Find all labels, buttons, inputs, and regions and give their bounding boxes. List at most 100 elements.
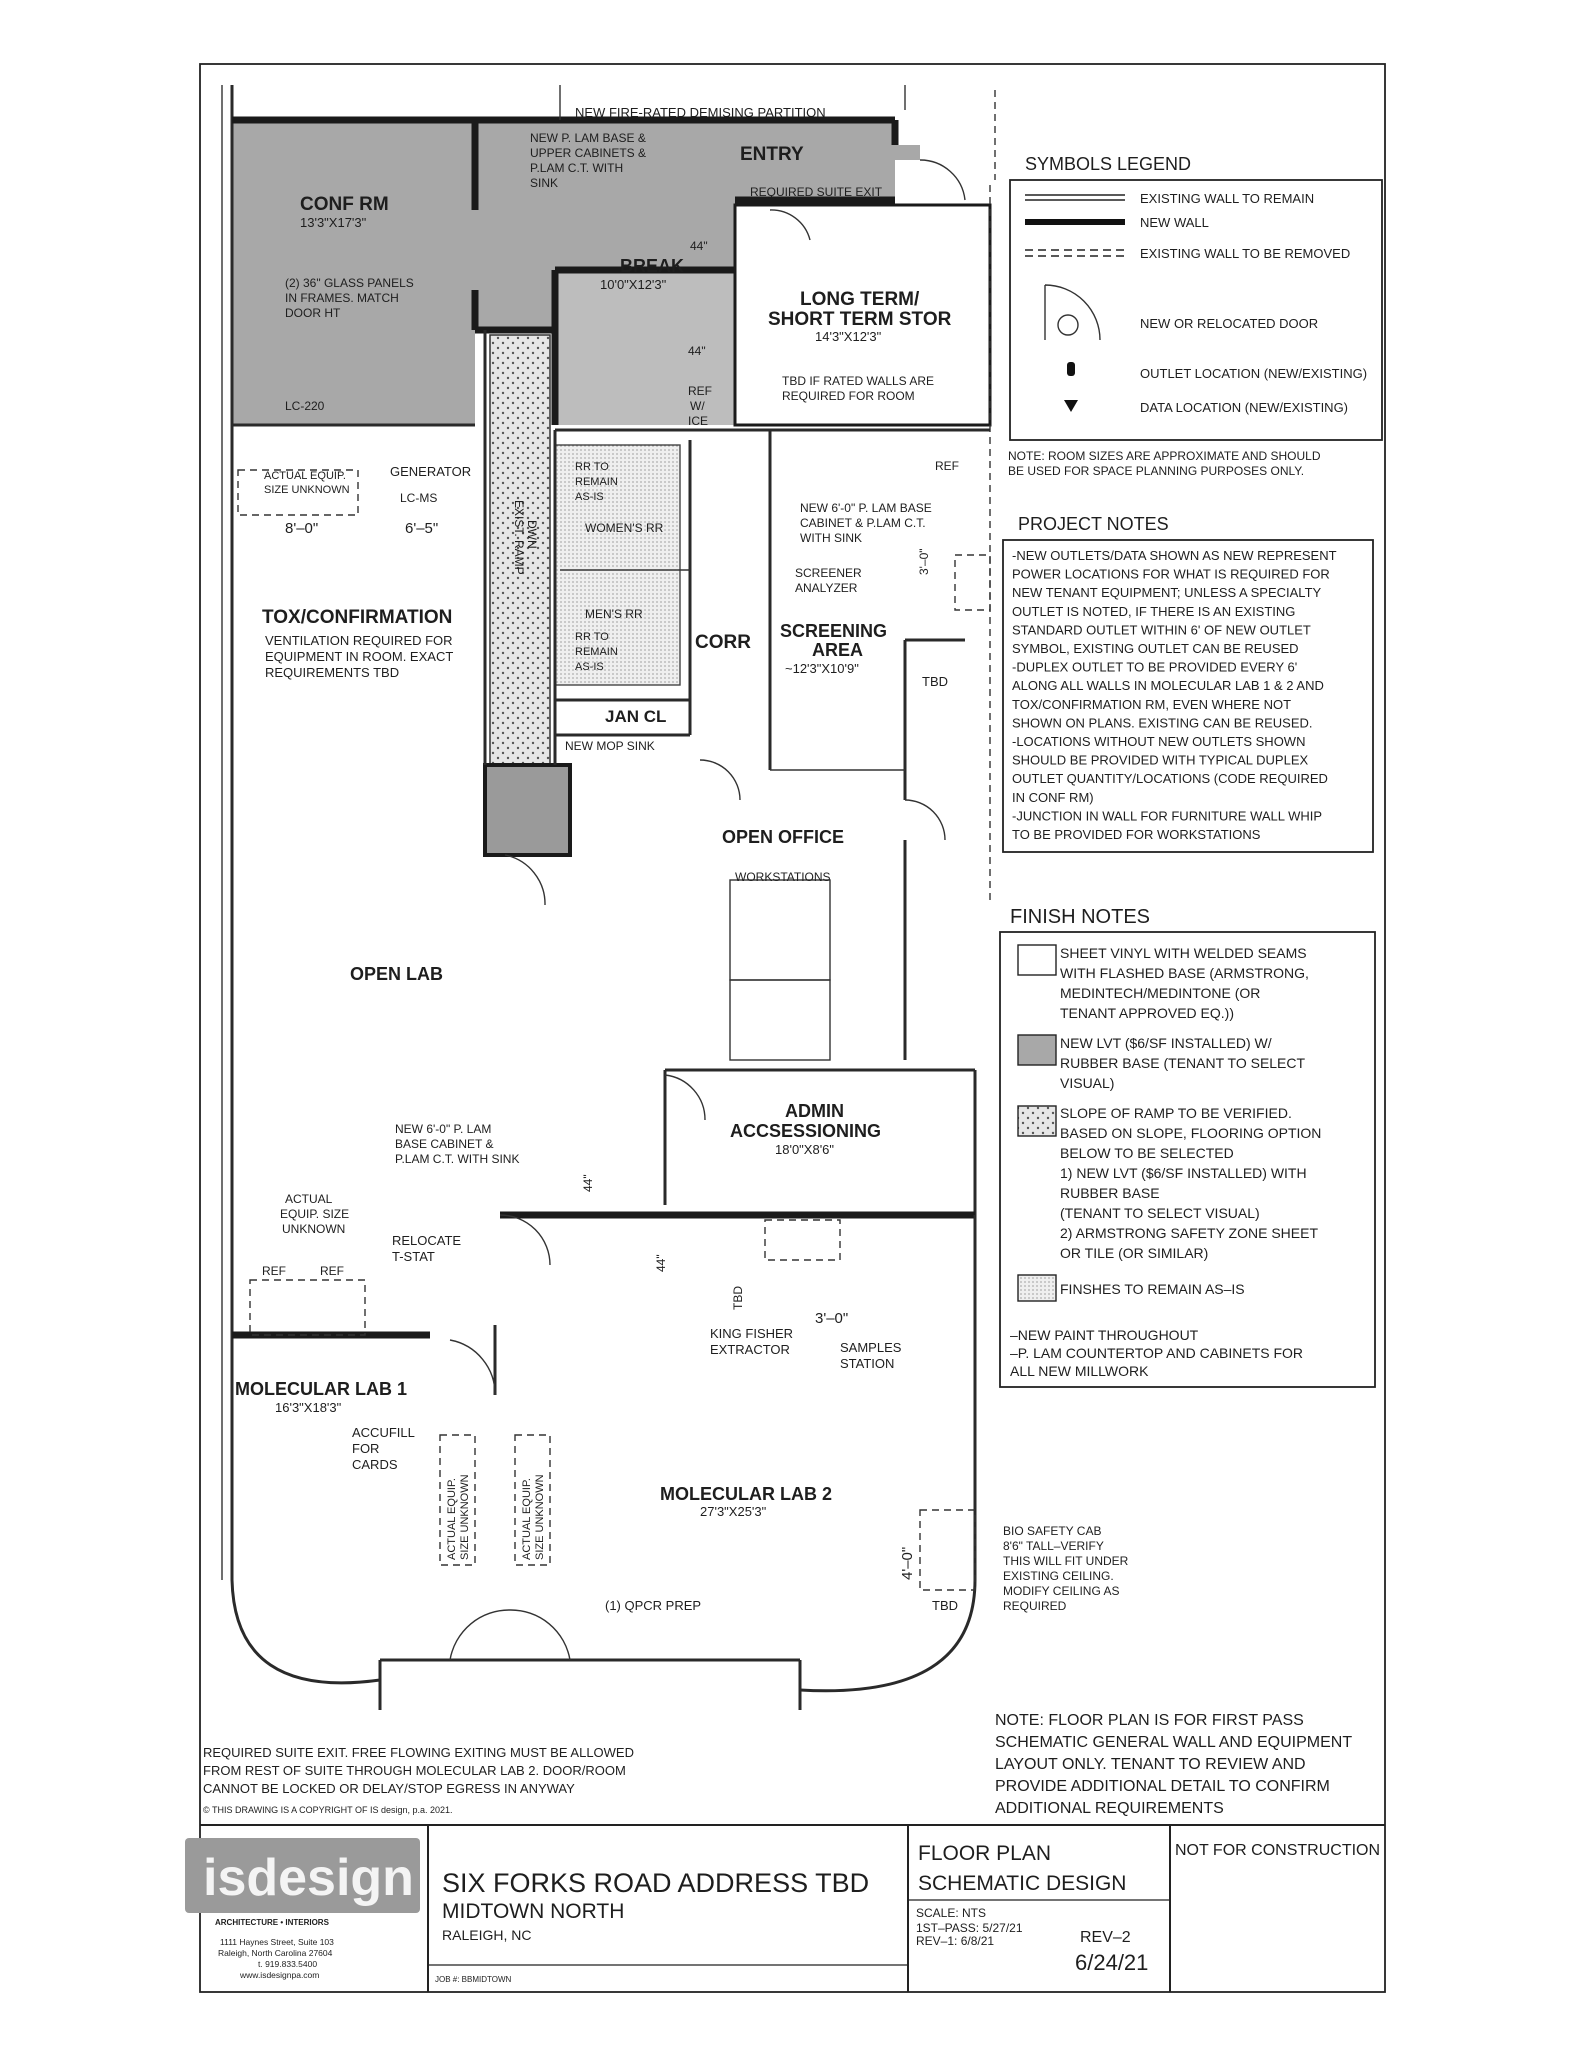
storage-note-2: REQUIRED FOR ROOM [782,389,915,403]
conf-rm-size: 13'3"X17'3" [300,215,367,230]
finish-f3-line-7: OR TILE (OR SIMILAR) [1060,1245,1208,1261]
storage-room [733,203,992,427]
lc220-label: LC-220 [285,399,325,413]
legend-note-1: NOTE: ROOM SIZES ARE APPROXIMATE AND SHO… [1008,449,1321,463]
actual-equip-2b: EQUIP. SIZE [280,1207,349,1221]
finish-f3-line-3: 1) NEW LVT ($6/SF INSTALLED) WITH [1060,1165,1307,1181]
legend-item-4: OUTLET LOCATION (NEW/EXISTING) [1140,366,1367,381]
finish-f1-line-3: TENANT APPROVED EQ.)) [1060,1005,1234,1021]
admin-name-2: ACCSESSIONING [730,1121,881,1141]
legend-note-2: BE USED FOR SPACE PLANNING PURPOSES ONLY… [1008,464,1304,478]
admin-size: 18'0"X8'6" [775,1142,834,1157]
bio-cab-1: BIO SAFETY CAB [1003,1524,1101,1538]
finish-swatch-remain [1017,1274,1057,1302]
ref-ice-2: W/ [690,399,705,413]
womens-rr-label: WOMEN'S RR [585,521,664,535]
finish-f3-line-5: (TENANT TO SELECT VISUAL) [1060,1205,1260,1221]
rr-remain-1c: AS-IS [575,491,604,503]
dim-44-b: 44" [688,344,706,358]
break-label: BREAK [620,256,684,276]
project-note-line-12: OUTLET QUANTITY/LOCATIONS (CODE REQUIRED [1012,771,1328,786]
job-number: JOB #: BBMIDTOWN [435,1975,512,1984]
legend-item-3: NEW OR RELOCATED DOOR [1140,316,1318,331]
ref-ice-3: ICE [688,414,708,428]
not-for-construction: NOT FOR CONSTRUCTION [1175,1842,1380,1859]
project-notes: PROJECT NOTES -NEW OUTLETS/DATA SHOWN AS… [1002,514,1374,853]
door-symbol [1044,284,1101,341]
project-note-line-3: OUTLET IS NOTED, IF THERE IS AN EXISTING [1012,604,1295,619]
date-label: 6/24/21 [1075,1950,1148,1975]
break-size: 10'0"X12'3" [600,277,667,292]
rev2-label: REV–2 [1080,1929,1131,1946]
rev1-label: REV–1: 6/8/21 [916,1934,994,1948]
actual-equip-2: SIZE UNKNOWN [264,484,350,496]
storage-name-1: LONG TERM/ [800,289,920,310]
finish-note-4: FINSHES TO REMAIN AS–IS [1060,1281,1245,1297]
project-note-line-10: -LOCATIONS WITHOUT NEW OUTLETS SHOWN [1012,734,1305,749]
tox-note-2: EQUIPMENT IN ROOM. EXACT [265,649,453,664]
plam-note-1: NEW P. LAM BASE & [530,131,646,145]
legend-item-0: EXISTING WALL TO REMAIN [1140,191,1314,206]
samples-2: STATION [840,1356,894,1371]
plam-lab-3: P.LAM C.T. WITH SINK [395,1152,519,1166]
dim-44-c: 44" [581,1174,595,1192]
tbd-3-label: TBD [932,1598,958,1613]
plam-note-4: SINK [530,176,558,190]
finish-f2-line-2: VISUAL) [1060,1075,1114,1091]
project-note-line-4: STANDARD OUTLET WITHIN 6' OF NEW OUTLET [1012,622,1311,637]
first-pass-note-2: SCHEMATIC GENERAL WALL AND EQUIPMENT [995,1734,1352,1751]
required-suite-exit-label: REQUIRED SUITE EXIT [750,185,883,199]
open-lab-label: OPEN LAB [350,964,443,984]
storage-size: 14'3"X12'3" [815,329,882,344]
project-note-line-6: -DUPLEX OUTLET TO BE PROVIDED EVERY 6' [1012,660,1297,675]
samples-1: SAMPLES [840,1340,902,1355]
finish-swatch-ramp [1017,1105,1057,1137]
exit-note-3: CANNOT BE LOCKED OR DELAY/STOP EGRESS IN… [203,1781,575,1796]
jan-cl-label: JAN CL [605,707,666,726]
logo-text: isdesign [203,1849,414,1907]
finish-swatch-lvt [1017,1034,1057,1066]
outlet-icon [1067,362,1075,376]
ref-b-label: REF [320,1264,344,1278]
plam-lab-2: BASE CABINET & [395,1137,493,1151]
tbd-1-label: TBD [922,674,948,689]
project-note-line-0: -NEW OUTLETS/DATA SHOWN AS NEW REPRESENT [1012,548,1337,563]
bio-cab-2: 8'6" TALL–VERIFY [1003,1539,1104,1553]
project-note-line-2: NEW TENANT EQUIPMENT; UNLESS A SPECIALTY [1012,585,1322,600]
plan-labels: NEW FIRE-RATED DEMISING PARTITION ENTRY … [203,105,1352,1817]
corr-label: CORR [695,632,751,653]
finish-f3-line-4: RUBBER BASE [1060,1185,1160,1201]
finish-extra-3: ALL NEW MILLWORK [1010,1363,1149,1379]
finish-note-3: SLOPE OF RAMP TO BE VERIFIED.BASED ON SL… [1060,1105,1321,1261]
sheet-border [199,63,1386,1993]
glass-note-1: (2) 36" GLASS PANELS [285,276,414,290]
equip-v1-b: SIZE UNKNOWN [459,1474,471,1560]
project-notes-box [1002,539,1374,853]
finish-f1-line-0: SHEET VINYL WITH WELDED SEAMS [1060,945,1307,961]
floor-plan [221,85,996,1710]
actual-equip-1: ACTUAL EQUIP. [264,470,346,482]
legend-item-1: NEW WALL [1140,215,1209,230]
equip-v1-a: ACTUAL EQUIP. [446,1478,458,1560]
qpcr-label: (1) QPCR PREP [605,1598,701,1613]
tox-note-1: VENTILATION REQUIRED FOR [265,633,453,648]
first-pass-note-3: LAYOUT ONLY. TENANT TO REVIEW AND [995,1756,1306,1773]
rr-remain-2b: REMAIN [575,646,618,658]
ramp-label-1: EXIST. RAMP [512,500,526,575]
address-1: 1111 Haynes Street, Suite 103 [220,1937,334,1947]
project-note-line-9: SHOWN ON PLANS. EXISTING CAN BE REUSED. [1012,715,1313,730]
entry-label: ENTRY [740,144,804,165]
plam-note-2: UPPER CABINETS & [530,146,646,160]
project-notes-lines: -NEW OUTLETS/DATA SHOWN AS NEW REPRESENT… [1012,548,1337,842]
ref-a-label: REF [262,1264,286,1278]
address-3: t. 919.833.5400 [258,1959,317,1969]
finish-notes-title: FINISH NOTES [1010,906,1150,928]
first-pass-note-1: NOTE: FLOOR PLAN IS FOR FIRST PASS [995,1712,1304,1729]
mop-sink-label: NEW MOP SINK [565,739,655,753]
plam-screen-3: WITH SINK [800,531,862,545]
project-city: RALEIGH, NC [442,1927,531,1943]
project-title: SIX FORKS ROAD ADDRESS TBD [442,1868,869,1898]
ref-top-label: REF [935,459,959,473]
dim-4-0: 4'–0" [899,1547,916,1580]
